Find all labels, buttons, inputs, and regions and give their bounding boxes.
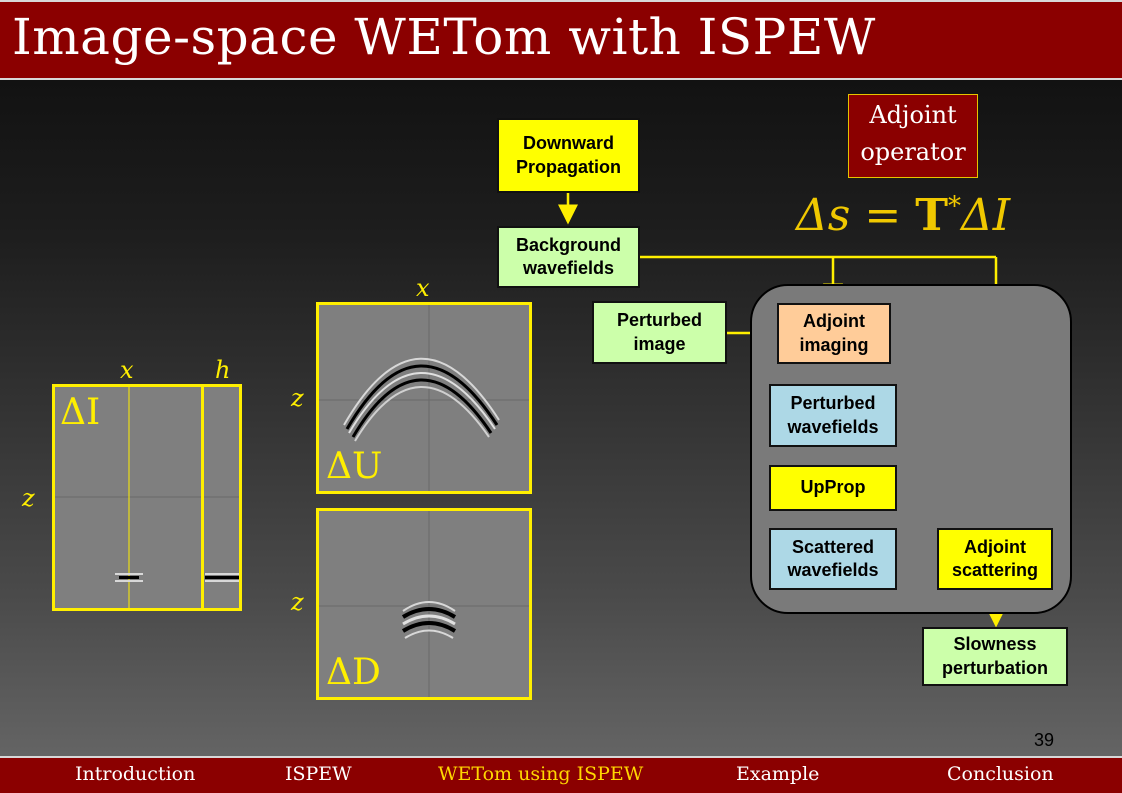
upprop-box: UpProp	[769, 465, 897, 511]
delta-i-panel	[52, 384, 242, 611]
delta-i-image	[55, 387, 239, 608]
adjoint-operator-label: Adjoint operator	[848, 94, 978, 178]
nav-example[interactable]: Example	[736, 763, 820, 785]
nav-introduction[interactable]: Introduction	[75, 763, 196, 785]
delta-u-panel	[316, 302, 532, 494]
delta-u-image	[319, 305, 529, 491]
delta-i-h-label: h	[215, 356, 231, 384]
slide-title: Image-space WETom with ISPEW	[12, 8, 876, 66]
background-wavefields-box: Background wavefields	[497, 226, 640, 288]
title-bar: Image-space WETom with ISPEW	[0, 0, 1122, 80]
perturbed-image-box: Perturbed image	[592, 301, 727, 364]
adjoint-equation: Δs = T*ΔI	[796, 190, 1011, 241]
delta-u-x-label: x	[416, 274, 430, 302]
delta-d-image	[319, 511, 529, 697]
nav-ispew[interactable]: ISPEW	[285, 763, 352, 785]
nav-conclusion[interactable]: Conclusion	[947, 763, 1054, 785]
delta-d-symbol: ΔD	[326, 652, 381, 693]
delta-i-x-label: x	[120, 356, 134, 384]
delta-d-panel	[316, 508, 532, 700]
adjoint-imaging-box: Adjoint imaging	[777, 303, 891, 364]
delta-u-symbol: ΔU	[326, 446, 383, 487]
perturbed-wavefields-box: Perturbed wavefields	[769, 384, 897, 447]
footer-nav: Introduction ISPEW WETom using ISPEW Exa…	[0, 756, 1122, 793]
delta-i-z-label: z	[22, 484, 35, 512]
adjoint-scattering-box: Adjoint scattering	[937, 528, 1053, 590]
nav-wetom-using-ispew[interactable]: WETom using ISPEW	[438, 763, 644, 785]
slowness-perturbation-box: Slowness perturbation	[922, 627, 1068, 686]
delta-u-z-label: z	[291, 384, 304, 412]
page-number: 39	[1034, 730, 1055, 750]
delta-i-symbol: ΔI	[60, 392, 101, 433]
downward-propagation-box: Downward Propagation	[497, 118, 640, 193]
scattered-wavefields-box: Scattered wavefields	[769, 528, 897, 590]
delta-d-z-label: z	[291, 588, 304, 616]
